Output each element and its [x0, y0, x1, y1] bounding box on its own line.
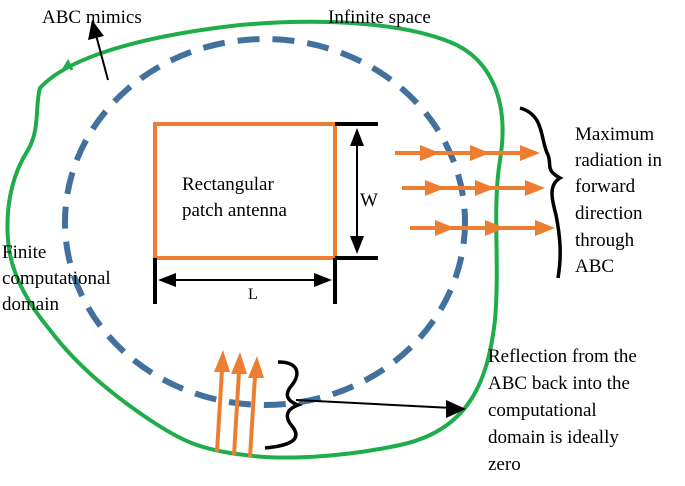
finite-domain-line1: Finite	[2, 242, 46, 263]
max-radiation-line4: direction	[575, 203, 643, 224]
max-radiation-line2: radiation in	[575, 150, 663, 171]
patch-label-line2: patch antenna	[182, 200, 288, 221]
finite-domain-line3: domain	[2, 294, 59, 315]
abc-mimics-label: ABC mimics	[42, 7, 142, 28]
forward-radiation-arrows	[395, 145, 555, 236]
computational-domain-boundary	[62, 36, 468, 408]
reflection-line5: zero	[488, 454, 521, 475]
infinite-space-label: Infinite space	[328, 7, 431, 28]
patch-antenna	[153, 122, 337, 260]
patch-label-line1: Rectangular	[182, 174, 274, 195]
abc-mimics-arrow	[95, 34, 109, 81]
reflection-line2: ABC back into the	[488, 373, 630, 394]
width-dimension	[335, 122, 378, 260]
width-label: W	[360, 190, 378, 211]
incident-arrows	[214, 350, 264, 458]
max-radiation-line6: ABC	[575, 256, 614, 277]
outer-boundary	[5, 19, 505, 460]
bottom-brace	[264, 360, 303, 450]
length-dimension	[153, 258, 337, 304]
reflection-line4: domain is ideally	[488, 427, 619, 448]
max-radiation-line5: through	[575, 230, 635, 251]
reflection-line3: computational	[488, 400, 597, 421]
max-radiation-line1: Maximum	[575, 124, 654, 145]
reflection-arrow	[295, 399, 453, 409]
reflection-line1: Reflection from the	[488, 346, 637, 367]
finite-domain-line2: computational	[2, 268, 111, 289]
outer-boundary-jog	[60, 58, 74, 73]
length-label: L	[248, 286, 258, 303]
max-radiation-line3: forward	[575, 176, 636, 197]
right-bracket	[519, 106, 564, 279]
